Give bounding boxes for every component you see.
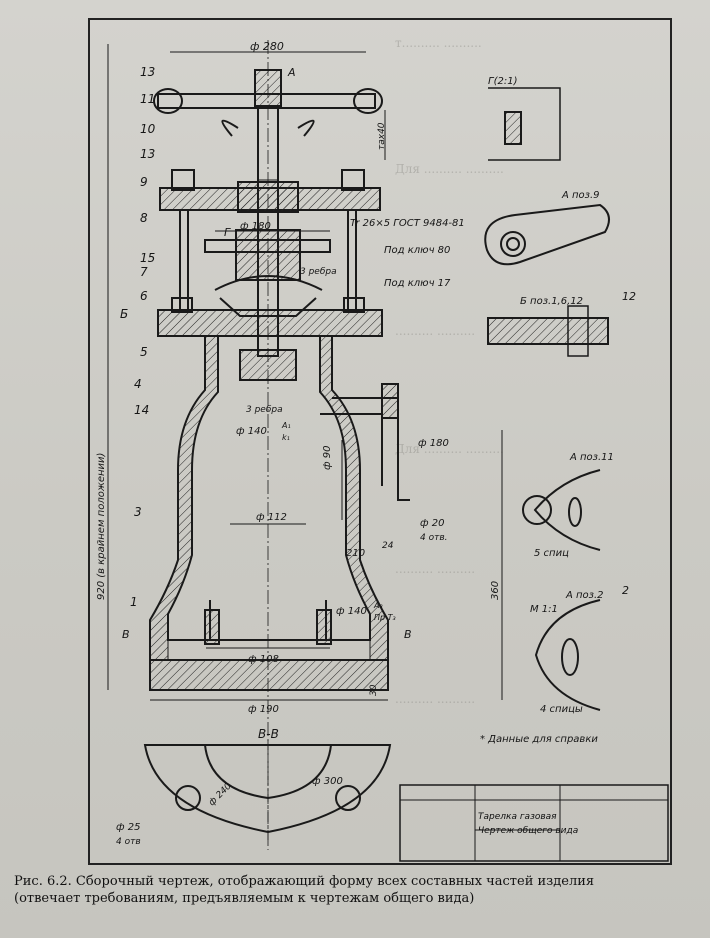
view-a9: А поз.9: [561, 190, 600, 201]
dim-210: 210: [346, 548, 365, 559]
pos-9: 9: [140, 175, 148, 189]
frac-a-bot: k₁: [282, 433, 290, 442]
caption-line-2: (отвечает требованиям, предъявляемым к ч…: [14, 891, 475, 906]
bleed-through-text: .......... ..........: [395, 692, 476, 706]
pos-8: 8: [140, 211, 148, 225]
dim-280: ф 280: [250, 40, 284, 53]
bleed-through-text: .......... ..........: [395, 562, 476, 576]
section-bb-title: В-В: [258, 727, 279, 741]
bleed-through-text: .......... ..........: [395, 324, 476, 338]
pos-13a: 13: [140, 65, 155, 79]
dim-max40: тах40: [377, 122, 387, 150]
scale-m: М 1:1: [530, 604, 558, 615]
letter-a: А: [287, 66, 296, 79]
figure-caption: Рис. 6.2. Сборочный чертеж, отображающий…: [14, 873, 704, 907]
pos-15: 15: [140, 251, 155, 265]
drawing-frame: [88, 18, 672, 865]
pos-3: 3: [134, 505, 142, 519]
dim-180: ф 180: [240, 221, 271, 232]
letter-b: Б: [120, 307, 128, 321]
bleed-through-text: Для .......... ..........: [395, 162, 504, 176]
frac-a-top: A₁: [281, 421, 291, 430]
key-17: Под ключ 17: [384, 278, 451, 289]
view-a11: А поз.11: [569, 452, 614, 463]
spokes-5: 5 спиц: [534, 548, 569, 559]
pos-14: 14: [134, 403, 149, 417]
title-block-line2: Чертеж общего вида: [478, 826, 579, 836]
dim-920: 920 (в крайнем положении): [96, 453, 107, 600]
pos-1: 1: [130, 595, 138, 609]
view-a2: А поз.2: [565, 590, 604, 601]
frac-b-top: A₃: [373, 601, 383, 610]
letter-v1: В: [122, 628, 130, 641]
key-80: Под ключ 80: [384, 245, 450, 256]
dim-300: ф 300: [312, 776, 343, 787]
pos-12: 12: [622, 290, 636, 303]
ribs-3a: 3 ребра: [300, 267, 337, 277]
pos-10: 10: [140, 122, 156, 136]
caption-line-1: Рис. 6.2. Сборочный чертеж, отображающий…: [14, 874, 595, 889]
dim-90: ф 90: [322, 446, 333, 470]
pos-13b: 13: [140, 147, 155, 161]
thread-spec: Tr 26×5 ГОСТ 9484-81: [350, 218, 465, 229]
dim-140-a: ф 140: [236, 426, 267, 437]
pos-2: 2: [622, 584, 629, 597]
dim-190: ф 190: [248, 704, 279, 715]
dim-25: ф 25: [116, 822, 140, 833]
pos-7: 7: [140, 265, 148, 279]
dim-140-b: ф 140: [336, 606, 367, 617]
holes-4b: 4 отв: [116, 837, 141, 847]
note: * Данные для справки: [480, 734, 598, 745]
holes-4: 4 отв.: [420, 533, 448, 543]
dim-24: 24: [382, 541, 394, 551]
pos-5: 5: [140, 345, 148, 359]
dim-30: 30: [369, 684, 379, 696]
pos-11: 11: [140, 92, 155, 106]
letter-g: Г: [224, 226, 231, 239]
pos-4: 4: [134, 377, 142, 391]
dim-108: ф 108: [248, 654, 279, 665]
bleed-through-text: Для .......... ..........: [395, 442, 504, 456]
view-b: Б поз.1,6,12: [520, 296, 583, 307]
title-block-line1: Тарелка газовая: [478, 812, 557, 822]
view-g: Г(2:1): [488, 76, 517, 87]
dim-180-side: ф 180: [418, 438, 449, 449]
spokes-4: 4 спицы: [540, 704, 583, 715]
frac-b-bot: Пр Т₃: [374, 613, 396, 622]
letter-v2: В: [404, 628, 412, 641]
dim-20: ф 20: [420, 518, 444, 529]
bleed-through-text: т.......... ..........: [395, 36, 482, 50]
pos-6: 6: [140, 289, 148, 303]
dim-112: ф 112: [256, 512, 287, 523]
ribs-3b: 3 ребра: [246, 405, 283, 415]
dim-240: ф 240: [207, 781, 234, 808]
dim-360: 360: [490, 581, 501, 600]
